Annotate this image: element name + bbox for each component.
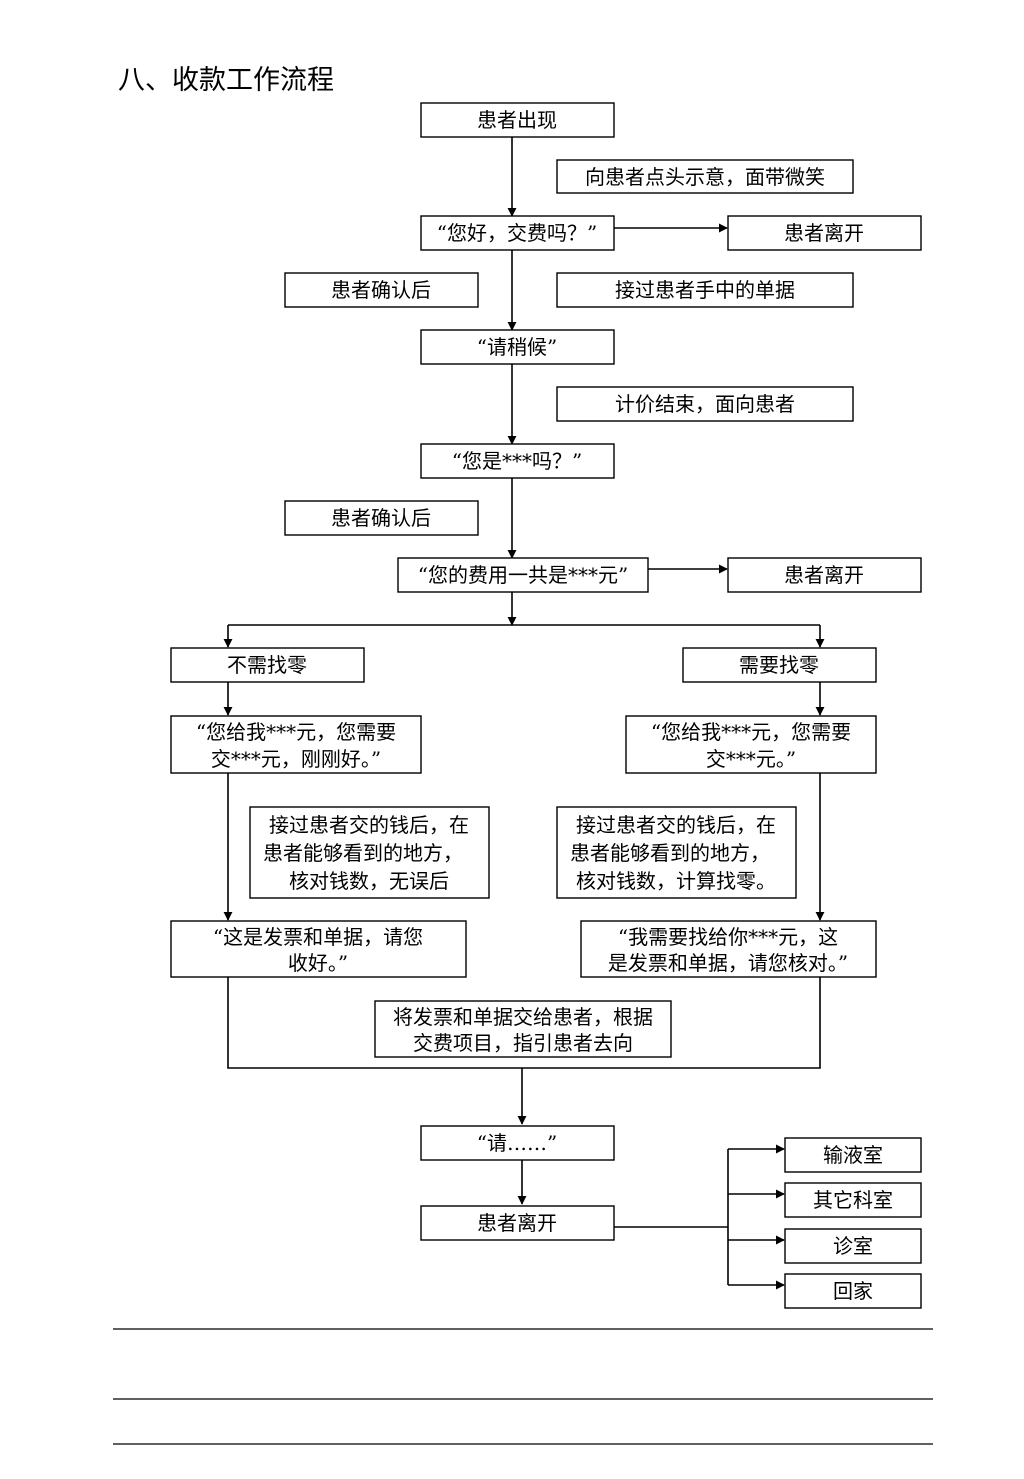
node-please: “请……”: [420, 1125, 615, 1161]
dest-go-home: 回家: [784, 1273, 922, 1309]
node-exact-amount: “您给我***元，您需要 交***元，刚刚好。”: [170, 715, 422, 774]
svg-text:患者确认后: 患者确认后: [331, 278, 431, 302]
svg-text:“您好，交费吗？”: “您好，交费吗？”: [437, 221, 597, 245]
svg-text:患者离开: 患者离开: [784, 563, 864, 587]
svg-text:接过患者手中的单据: 接过患者手中的单据: [615, 278, 795, 302]
ruled-lines: [113, 1328, 933, 1445]
svg-text:接过患者交的钱后，在: 接过患者交的钱后，在: [576, 813, 776, 837]
dest-other-department: 其它科室: [784, 1182, 922, 1218]
note-pricing-done: 计价结束，面向患者: [556, 386, 854, 422]
node-patient-leaves-2: 患者离开: [727, 557, 922, 593]
svg-text:向患者点头示意，面带微笑: 向患者点头示意，面带微笑: [585, 165, 825, 189]
svg-text:交费项目，指引患者去向: 交费项目，指引患者去向: [413, 1031, 633, 1055]
node-give-change-invoice: “我需要找给你***元，这 是发票和单据，请您核对。”: [580, 920, 877, 978]
connectors: [223, 137, 825, 1290]
svg-text:其它科室: 其它科室: [813, 1188, 893, 1212]
svg-text:核对钱数，计算找零。: 核对钱数，计算找零。: [576, 869, 776, 893]
svg-text:是发票和单据，请您核对。”: 是发票和单据，请您核对。”: [608, 951, 848, 975]
svg-text:患者离开: 患者离开: [784, 221, 864, 245]
svg-text:核对钱数，无误后: 核对钱数，无误后: [289, 869, 449, 893]
page-title: 八、收款工作流程: [118, 65, 334, 96]
svg-text:收好。”: 收好。”: [288, 951, 348, 975]
node-greeting: “您好，交费吗？”: [420, 215, 615, 251]
svg-text:接过患者交的钱后，在: 接过患者交的钱后，在: [269, 813, 469, 837]
node-patient-leaves-3: 患者离开: [420, 1205, 615, 1241]
dest-infusion-room: 输液室: [784, 1137, 922, 1173]
note-verify-money: 接过患者交的钱后，在 患者能够看到的地方， 核对钱数，无误后: [249, 806, 490, 899]
node-invoice-keep: “这是发票和单据，请您 收好。”: [170, 920, 467, 978]
svg-text:患者确认后: 患者确认后: [331, 506, 431, 530]
node-patient-leaves-1: 患者离开: [727, 215, 922, 251]
svg-text:诊室: 诊室: [833, 1234, 873, 1258]
node-need-change: 需要找零: [682, 647, 877, 683]
svg-text:交***元。”: 交***元。”: [706, 747, 796, 771]
svg-text:患者能够看到的地方，: 患者能够看到的地方，: [570, 841, 770, 865]
note-handover-guide: 将发票和单据交给患者，根据 交费项目，指引患者去向: [374, 1000, 672, 1058]
svg-text:交***元，刚刚好。”: 交***元，刚刚好。”: [211, 747, 381, 771]
svg-text:不需找零: 不需找零: [227, 653, 307, 677]
note-nod-smile: 向患者点头示意，面带微笑: [556, 159, 854, 194]
svg-text:“您的费用一共是***元”: “您的费用一共是***元”: [418, 563, 628, 587]
node-total-fee: “您的费用一共是***元”: [397, 557, 649, 593]
svg-text:“请稍候”: “请稍候”: [477, 335, 557, 359]
node-ask-name: “您是***吗？”: [420, 443, 615, 479]
svg-text:将发票和单据交给患者，根据: 将发票和单据交给患者，根据: [393, 1005, 653, 1029]
note-calculate-change: 接过患者交的钱后，在 患者能够看到的地方， 核对钱数，计算找零。: [556, 806, 797, 899]
svg-text:“我需要找给你***元，这: “我需要找给你***元，这: [618, 925, 838, 949]
dest-clinic-room: 诊室: [784, 1228, 922, 1264]
svg-text:“您给我***元，您需要: “您给我***元，您需要: [651, 720, 851, 744]
node-no-change: 不需找零: [170, 647, 365, 683]
svg-text:回家: 回家: [833, 1279, 873, 1303]
node-change-amount: “您给我***元，您需要 交***元。”: [625, 715, 877, 774]
svg-text:计价结束，面向患者: 计价结束，面向患者: [615, 392, 795, 416]
svg-text:“您是***吗？”: “您是***吗？”: [452, 449, 582, 473]
svg-text:需要找零: 需要找零: [739, 653, 819, 677]
svg-text:“您给我***元，您需要: “您给我***元，您需要: [196, 720, 396, 744]
node-please-wait: “请稍候”: [420, 329, 615, 365]
svg-text:患者离开: 患者离开: [477, 1211, 557, 1235]
svg-text:输液室: 输液室: [823, 1143, 883, 1167]
note-take-documents: 接过患者手中的单据: [556, 272, 854, 308]
svg-text:患者能够看到的地方，: 患者能够看到的地方，: [263, 841, 463, 865]
note-patient-confirms-1: 患者确认后: [284, 272, 479, 308]
svg-text:“这是发票和单据，请您: “这是发票和单据，请您: [213, 925, 423, 949]
svg-text:“请……”: “请……”: [477, 1131, 557, 1155]
node-patient-appears: 患者出现: [420, 102, 615, 138]
svg-text:患者出现: 患者出现: [477, 108, 557, 132]
note-patient-confirms-2: 患者确认后: [284, 500, 479, 536]
